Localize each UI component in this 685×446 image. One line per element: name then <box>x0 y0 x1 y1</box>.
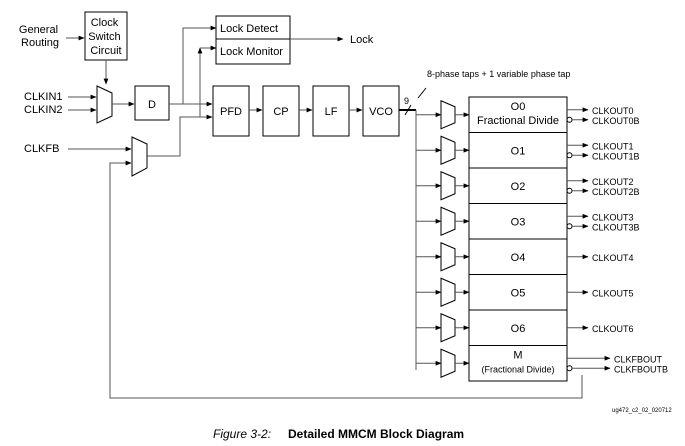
output-label-clkout1b: CLKOUT1B <box>592 151 640 161</box>
cp-label: CP <box>273 106 288 118</box>
counter-box-o5 <box>468 274 568 311</box>
phase-mux-7 <box>440 348 456 379</box>
feedback-mux <box>131 136 148 177</box>
counter-name-o0: O0 <box>511 101 526 113</box>
output-label-clkout6: CLKOUT6 <box>592 324 634 334</box>
general-routing-label: General Routing <box>19 24 61 49</box>
bus-width-label: 9 <box>404 96 409 106</box>
output-label-clkout4: CLKOUT4 <box>592 253 634 263</box>
output-label-clkout3: CLKOUT3 <box>592 212 634 222</box>
vco-box <box>362 85 400 137</box>
counter-sub-m: (Fractional Divide) <box>481 365 554 375</box>
figure-number: Figure 3-2: <box>213 427 271 441</box>
pfd-box <box>212 85 250 137</box>
phase-taps-note: 8-phase taps + 1 variable phase tap <box>427 69 570 79</box>
output-label-clkout0b: CLKOUT0B <box>592 116 640 126</box>
feedback-loop-wire <box>109 160 583 399</box>
phase-mux-5 <box>440 277 456 308</box>
lock-detect-box <box>215 15 291 65</box>
counter-sub-o0: Fractional Divide <box>477 115 559 127</box>
lock-monitor-label: Lock Monitor <box>220 46 283 58</box>
counter-name-o6: O6 <box>511 323 526 335</box>
output-label-clkout2b: CLKOUT2B <box>592 187 640 197</box>
clkin2-label: CLKIN2 <box>24 104 63 116</box>
lf-box <box>312 85 350 137</box>
d-to-lockdetect-wire <box>169 25 217 105</box>
output-label-clkout2: CLKOUT2 <box>592 177 634 187</box>
invert-bubble-clkout2b <box>566 187 573 194</box>
doc-id-label: ug472_c2_02_020712 <box>612 408 672 414</box>
pfd-label: PFD <box>220 106 242 118</box>
figure-title: Detailed MMCM Block Diagram <box>288 427 464 441</box>
counter-box-o3 <box>468 203 568 240</box>
vco-label: VCO <box>369 106 393 118</box>
counter-box-m <box>468 345 568 382</box>
output-label-clkfboutb: CLKFBOUTB <box>614 364 668 374</box>
counter-name-o4: O4 <box>511 252 526 264</box>
counter-name-o3: O3 <box>511 216 526 228</box>
input-mux <box>96 85 113 124</box>
counter-box-o0 <box>468 96 568 133</box>
phase-mux-2 <box>440 170 456 201</box>
counter-box-o1 <box>468 132 568 169</box>
counter-box-o4 <box>468 238 568 275</box>
invert-bubble-clkfboutb <box>566 365 573 372</box>
lock-detect-label: Lock Detect <box>220 23 278 35</box>
output-label-clkfbout: CLKFBOUT <box>614 354 663 364</box>
cp-box <box>262 85 300 137</box>
clkfb-label: CLKFB <box>24 143 59 155</box>
d-divider-label: D <box>148 99 156 111</box>
clkin1-label: CLKIN1 <box>24 91 63 103</box>
counter-name-o1: O1 <box>511 145 526 157</box>
invert-bubble-clkout3b <box>566 223 573 230</box>
phase-mux-1 <box>440 135 456 166</box>
invert-bubble-clkout1b <box>566 152 573 159</box>
invert-bubble-clkout0b <box>566 116 573 123</box>
output-label-clkout3b: CLKOUT3B <box>592 222 640 232</box>
counter-name-o5: O5 <box>511 287 526 299</box>
clock-switch-label: Clock Switch Circuit <box>88 17 123 57</box>
counter-name-o2: O2 <box>511 181 526 193</box>
output-label-clkout0: CLKOUT0 <box>592 106 634 116</box>
phase-mux-3 <box>440 206 456 237</box>
counter-box-o2 <box>468 167 568 204</box>
bus-slash <box>404 104 412 116</box>
output-label-clkout5: CLKOUT5 <box>592 288 634 298</box>
d-divider-box <box>134 85 170 121</box>
phase-mux-column <box>416 99 470 379</box>
phase-note-leader <box>417 87 427 99</box>
output-label-clkout1: CLKOUT1 <box>592 141 634 151</box>
phase-mux-4 <box>440 241 456 272</box>
lock-output-label: Lock <box>350 34 374 46</box>
counter-name-m: M <box>513 350 522 362</box>
fbmux-to-pfd-wire <box>147 114 213 157</box>
phase-mux-6 <box>440 312 456 343</box>
lf-label: LF <box>325 106 338 118</box>
phase-mux-0 <box>440 99 456 130</box>
